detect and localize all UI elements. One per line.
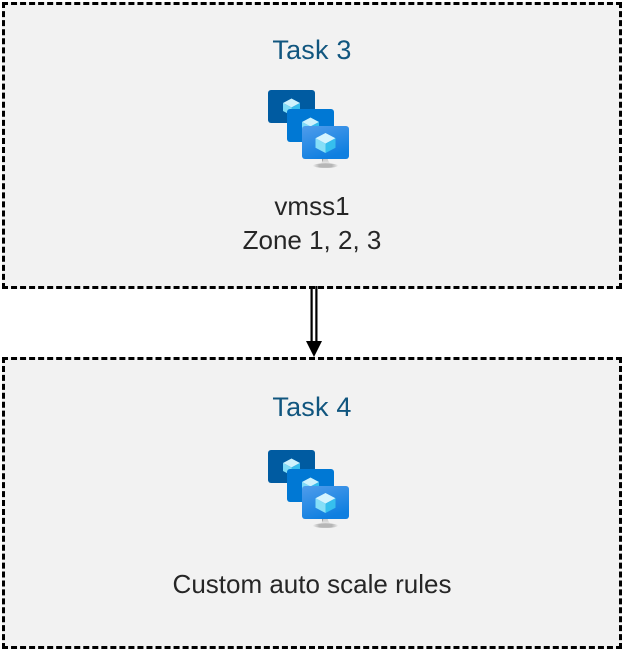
connector-task3-to-task4 xyxy=(296,286,332,360)
task-box-task4-caption: Custom auto scale rules xyxy=(173,567,452,601)
arrow-down-icon xyxy=(306,286,322,357)
task-box-task3-caption-line-1: vmss1 xyxy=(274,191,350,221)
task-box-task3-caption-line-2: Zone 1, 2, 3 xyxy=(242,225,382,255)
task-box-task3-content: Task 3 xyxy=(5,5,619,286)
task-box-task3-caption: vmss1 Zone 1, 2, 3 xyxy=(243,189,382,257)
vmss-icon-graphic xyxy=(268,90,349,168)
task-box-task4-content: Task 4 xyxy=(5,360,619,646)
vmss-icon xyxy=(264,85,360,173)
task-box-task4[interactable]: Task 4 xyxy=(2,357,622,649)
vmss-icon-graphic xyxy=(268,450,349,528)
task-box-task3-title: Task 3 xyxy=(272,35,352,65)
task-box-task4-title: Task 4 xyxy=(272,392,352,422)
task-box-task3[interactable]: Task 3 xyxy=(2,2,622,289)
vmss-icon xyxy=(264,445,360,533)
task-box-task4-caption-line-1: Custom auto scale rules xyxy=(172,569,452,599)
